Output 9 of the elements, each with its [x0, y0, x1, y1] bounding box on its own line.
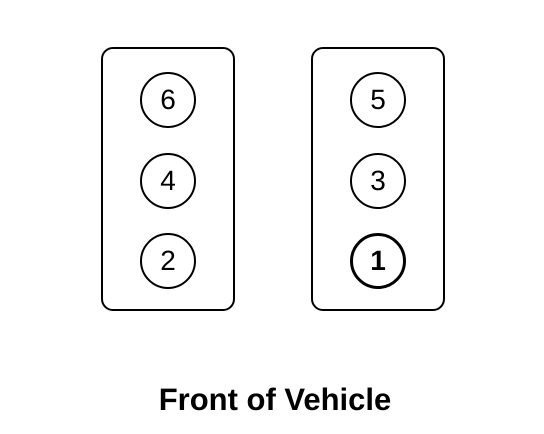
cylinder-number: 3 [370, 167, 386, 195]
cylinder-number: 5 [370, 86, 386, 114]
cylinder-number: 6 [160, 86, 176, 114]
caption: Front of Vehicle [158, 383, 392, 418]
cylinder-number: 4 [160, 167, 176, 195]
cylinder-bank-outline [101, 47, 235, 311]
cylinder-number: 2 [160, 247, 176, 275]
cylinder-bank-outline [311, 47, 445, 311]
cylinder-number: 1 [370, 247, 386, 275]
